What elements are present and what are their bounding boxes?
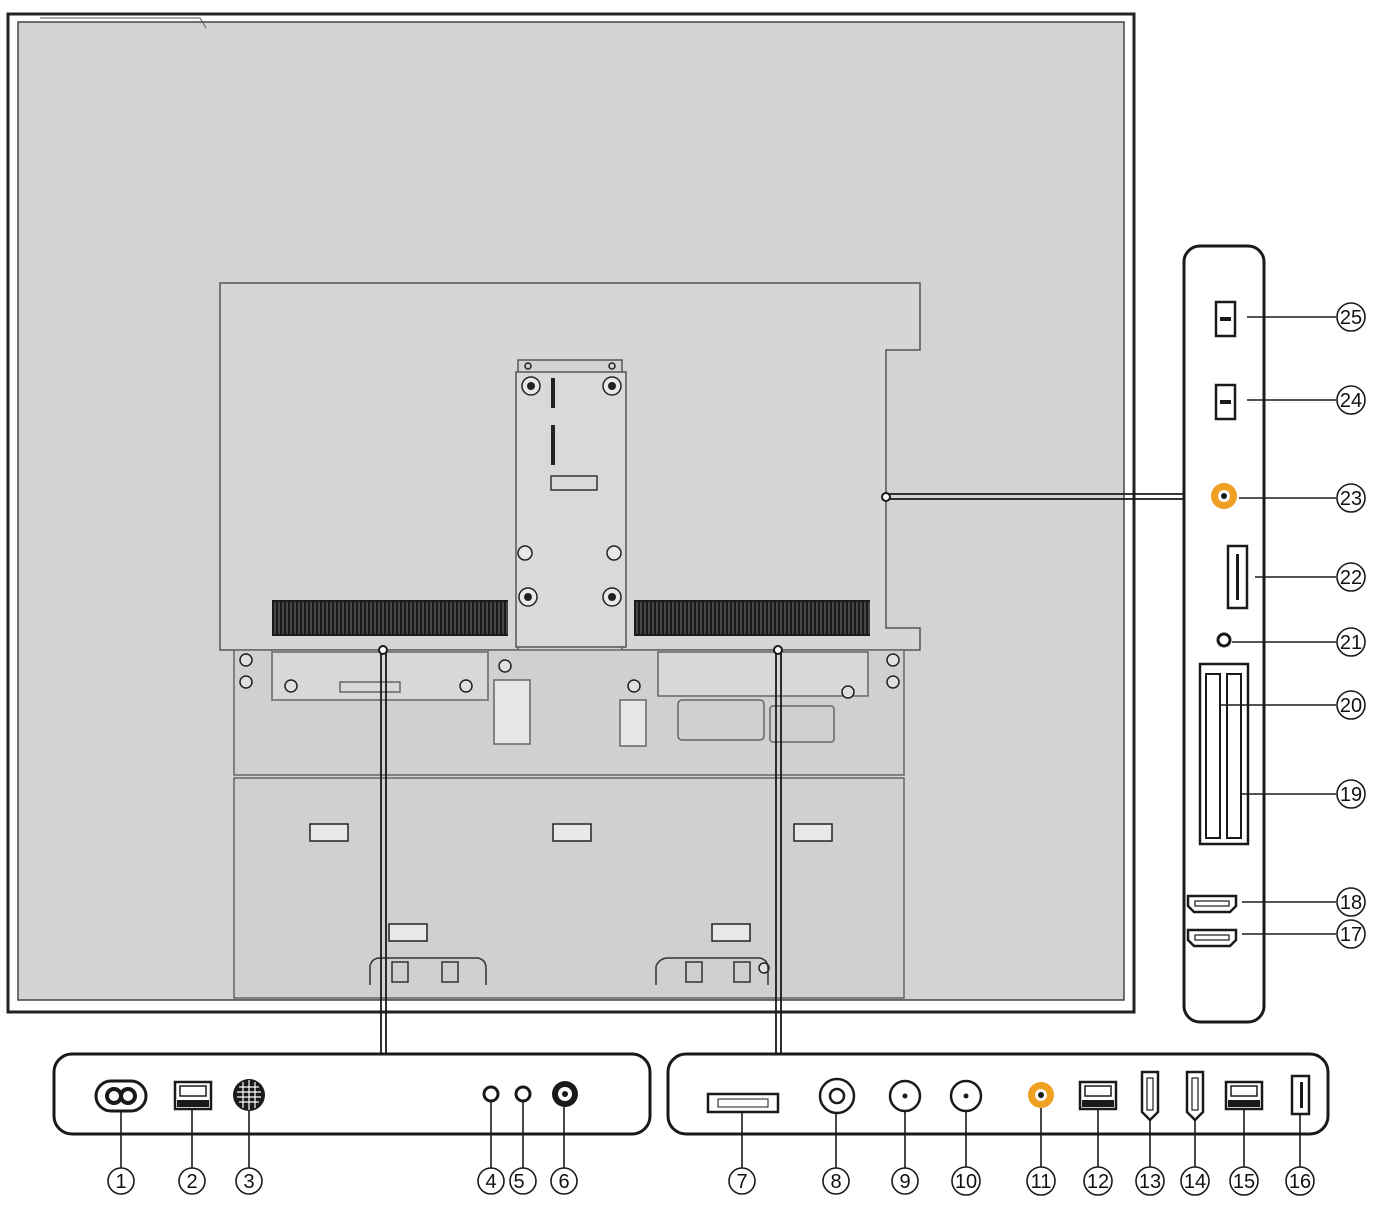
callout-label: 13 <box>1139 1171 1161 1193</box>
callout-label: 4 <box>485 1171 496 1193</box>
callout-label: 9 <box>899 1171 910 1193</box>
callout-18: 18 <box>1336 887 1366 917</box>
av-din-port-icon <box>233 1079 265 1111</box>
hdmi-port-14-icon <box>1185 1070 1205 1122</box>
callout-label: 24 <box>1340 390 1362 412</box>
vesa-mount-plate <box>515 362 627 648</box>
ci-slot-7-icon <box>706 1092 780 1114</box>
callout-14: 14 <box>1180 1166 1210 1196</box>
callout-6: 6 <box>550 1167 578 1195</box>
coax-port-6-icon <box>552 1081 578 1107</box>
card-slot-22-icon <box>1226 544 1249 610</box>
callout-label: 17 <box>1340 924 1362 946</box>
callout-11: 11 <box>1026 1166 1056 1196</box>
connector-panel-side <box>1182 244 1336 1024</box>
callout-label: 7 <box>736 1171 747 1193</box>
callout-label: 22 <box>1340 567 1362 589</box>
hdmi-port-18-icon <box>1186 894 1238 914</box>
callout-label: 8 <box>830 1171 841 1193</box>
chassis-lower <box>233 649 905 999</box>
callout-label: 21 <box>1340 632 1362 654</box>
callout-24: 24 <box>1336 385 1366 415</box>
callout-13: 13 <box>1135 1166 1165 1196</box>
vent-right <box>634 600 870 636</box>
callout-label: 20 <box>1340 695 1362 717</box>
callout-label: 2 <box>186 1171 197 1193</box>
lan-port-12-icon <box>1078 1080 1118 1111</box>
callout-label: 6 <box>558 1171 569 1193</box>
callout-15: 15 <box>1229 1166 1259 1196</box>
digital-audio-port-23-icon <box>1211 483 1237 509</box>
callout-numbers: 1 2 3 4 5 6 7 8 9 10 11 12 13 14 15 16 1… <box>107 302 1366 1196</box>
usb-port-25-icon <box>1214 300 1237 338</box>
connector-panel-bottom-left <box>52 1052 652 1168</box>
usb-port-16-icon <box>1290 1074 1311 1116</box>
callout-5: 5 <box>509 1167 537 1195</box>
callout-20: 20 <box>1336 690 1366 720</box>
lan-port-icon <box>173 1080 213 1111</box>
stand-hinges <box>369 957 769 985</box>
chassis-screws <box>239 653 900 974</box>
callout-12: 12 <box>1083 1166 1113 1196</box>
lan-port-15-icon <box>1224 1080 1264 1111</box>
callout-label: 1 <box>115 1171 126 1193</box>
callout-17: 17 <box>1336 919 1366 949</box>
callout-1: 1 <box>107 1167 135 1195</box>
power-socket-icon <box>94 1079 148 1113</box>
callout-label: 10 <box>955 1171 977 1193</box>
callout-22: 22 <box>1336 562 1366 592</box>
callout-2: 2 <box>178 1167 206 1195</box>
satellite-port-10-icon <box>949 1079 983 1113</box>
callout-label: 15 <box>1233 1171 1255 1193</box>
callout-label: 19 <box>1340 784 1362 806</box>
digital-audio-port-11-icon <box>1028 1082 1054 1108</box>
callout-label: 18 <box>1340 892 1362 914</box>
hdmi-port-17-icon <box>1186 928 1238 948</box>
callout-10: 10 <box>951 1166 981 1196</box>
callout-19: 19 <box>1336 779 1366 809</box>
clip-slots <box>309 823 833 942</box>
antenna-port-8-icon <box>818 1077 856 1115</box>
callout-16: 16 <box>1285 1166 1315 1196</box>
callout-7: 7 <box>728 1167 756 1195</box>
hdmi-port-13-icon <box>1140 1070 1160 1122</box>
callout-label: 12 <box>1087 1171 1109 1193</box>
callout-21: 21 <box>1336 627 1366 657</box>
callout-label: 23 <box>1340 488 1362 510</box>
callout-label: 25 <box>1340 307 1362 329</box>
leader-lines <box>378 492 1184 1054</box>
callout-label: 11 <box>1031 1171 1052 1193</box>
vent-left <box>272 600 508 636</box>
callout-3: 3 <box>235 1167 263 1195</box>
callout-label: 5 <box>513 1171 524 1193</box>
usb-port-24-icon <box>1214 383 1237 421</box>
callout-label: 16 <box>1289 1171 1311 1193</box>
connector-panel-bottom-right <box>666 1052 1330 1168</box>
headphone-jack-21-icon <box>1216 632 1232 648</box>
callout-8: 8 <box>822 1167 850 1195</box>
callout-4: 4 <box>477 1167 505 1195</box>
callout-9: 9 <box>891 1167 919 1195</box>
satellite-port-9-icon <box>888 1079 922 1113</box>
callout-25: 25 <box>1336 302 1366 332</box>
callout-label: 14 <box>1184 1171 1206 1193</box>
ci-slots-19-20-icon <box>1198 662 1250 846</box>
callout-23: 23 <box>1336 483 1366 513</box>
callout-label: 3 <box>243 1171 254 1193</box>
